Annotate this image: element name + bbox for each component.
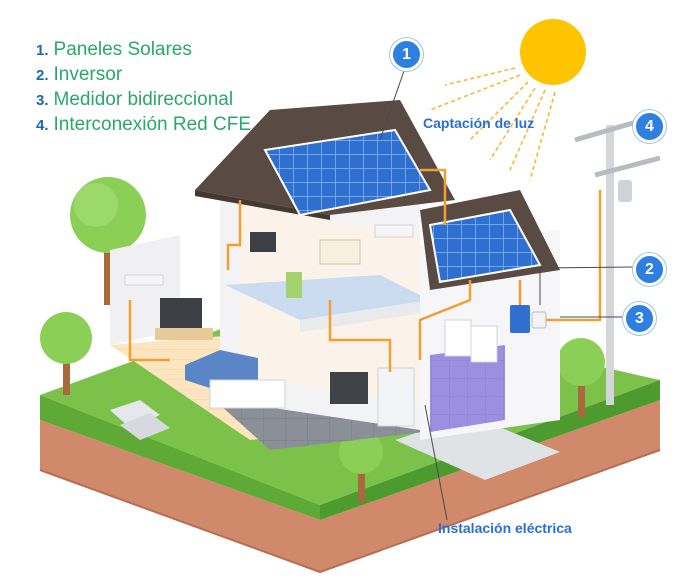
legend-item: 2.Inversor bbox=[36, 64, 123, 85]
inverter-box bbox=[510, 305, 530, 333]
fridge bbox=[377, 367, 415, 427]
legend-item: 1.Paneles Solares bbox=[36, 39, 192, 60]
tv-living bbox=[160, 298, 202, 328]
bed bbox=[319, 239, 361, 265]
solar-panel-main bbox=[263, 128, 432, 217]
legend: 1.Paneles Solares 2.Inversor 3.Medidor b… bbox=[36, 38, 251, 138]
badge-meter: 3 bbox=[623, 302, 656, 335]
legend-item: 3.Medidor bidireccional bbox=[36, 89, 234, 110]
tree-front-center bbox=[339, 430, 383, 502]
badge-inverter: 2 bbox=[633, 253, 666, 286]
badge-grid: 4 bbox=[633, 110, 666, 143]
leader-lines bbox=[379, 67, 634, 521]
sun bbox=[520, 19, 586, 85]
sun-rays bbox=[429, 67, 556, 181]
tree-right bbox=[557, 338, 605, 417]
legend-item: 4.Interconexión Red CFE bbox=[36, 114, 252, 135]
house bbox=[110, 100, 560, 450]
ac-upstairs bbox=[374, 224, 414, 238]
washer-2 bbox=[470, 325, 498, 363]
ac-living bbox=[124, 274, 164, 286]
tree-left-front bbox=[40, 312, 92, 395]
washer-1 bbox=[444, 319, 472, 357]
stove bbox=[330, 372, 368, 404]
solar-panel-annex bbox=[428, 208, 542, 284]
tree-left-back bbox=[70, 177, 146, 305]
tv-upstairs bbox=[250, 232, 276, 252]
badge-solar-panels: 1 bbox=[390, 38, 423, 71]
electrical-wiring bbox=[128, 168, 602, 372]
electrical-installation-label: Instalación eléctrica bbox=[438, 520, 572, 536]
chair bbox=[286, 272, 302, 298]
kitchen-counter bbox=[209, 379, 286, 409]
light-capture-label: Captación de luz bbox=[423, 115, 535, 131]
bidirectional-meter bbox=[531, 311, 547, 329]
